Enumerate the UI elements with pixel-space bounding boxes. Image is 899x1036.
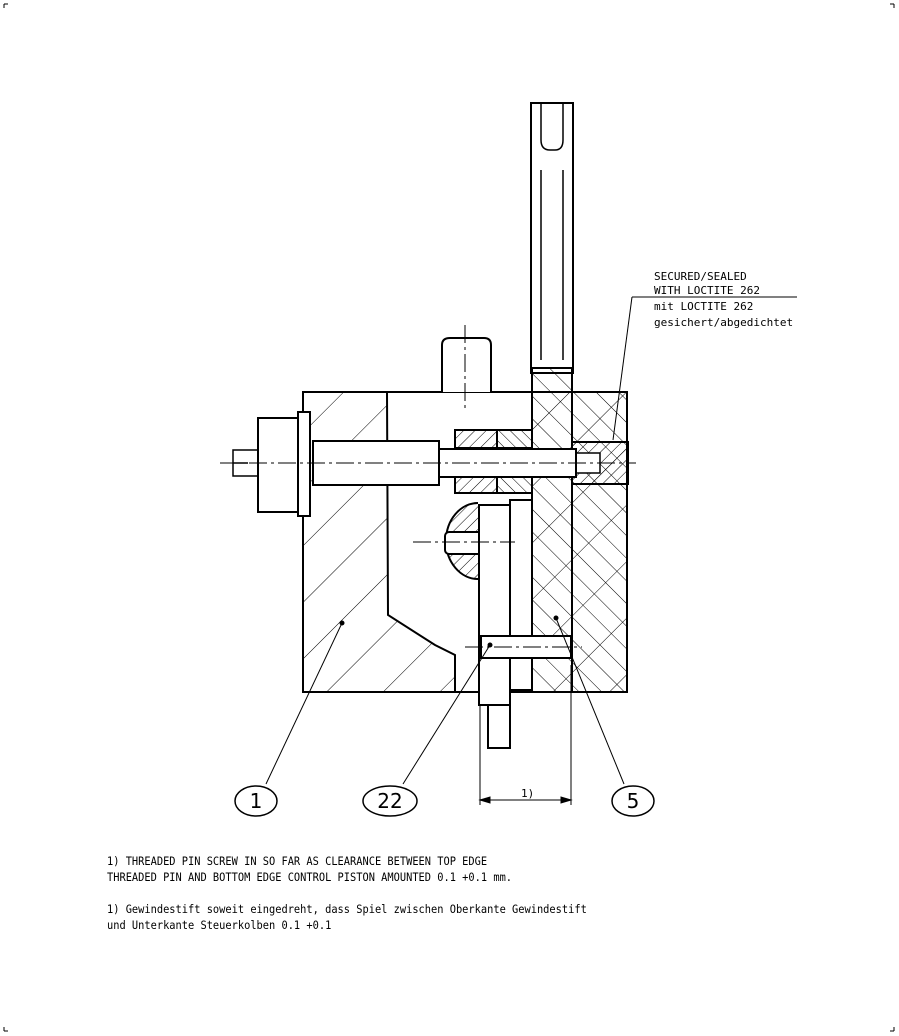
svg-text:5: 5 <box>627 789 640 813</box>
dimension-label: 1) <box>521 787 534 800</box>
lever <box>478 499 533 749</box>
callout-22: 22 <box>362 785 418 817</box>
callout-1: 1 <box>234 785 278 817</box>
leader-lines <box>265 296 797 785</box>
clearance-dimension <box>478 665 573 805</box>
svg-text:SECURED/SEALED: SECURED/SEALED <box>654 270 747 283</box>
corner-marks <box>3 3 895 1032</box>
callout-5: 5 <box>611 785 655 817</box>
note-german-line-2: und Unterkante Steuerkolben 0.1 +0.1 <box>107 918 332 932</box>
nut-upper-left <box>454 429 498 449</box>
svg-text:WITH LOCTITE 262: WITH LOCTITE 262 <box>654 284 760 297</box>
center-lines <box>220 325 636 648</box>
svg-text:gesichert/abgedichtet: gesichert/abgedichtet <box>654 316 793 329</box>
note-english-line-2: THREADED PIN AND BOTTOM EDGE CONTROL PIS… <box>107 870 513 884</box>
note-english-line-1: 1) THREADED PIN SCREW IN SO FAR AS CLEAR… <box>107 854 488 868</box>
svg-text:22: 22 <box>377 789 402 813</box>
svg-text:mit LOCTITE 262: mit LOCTITE 262 <box>654 300 753 313</box>
top-plug <box>441 337 492 392</box>
leader-dots <box>339 615 559 648</box>
nut-upper-right <box>496 429 533 449</box>
control-piston <box>530 102 574 693</box>
note-german-line-1: 1) Gewindestift soweit eingedreht, dass … <box>107 902 587 916</box>
loctite-annotation: SECURED/SEALED WITH LOCTITE 262 mit LOCT… <box>654 270 793 329</box>
svg-text:1: 1 <box>250 789 263 813</box>
